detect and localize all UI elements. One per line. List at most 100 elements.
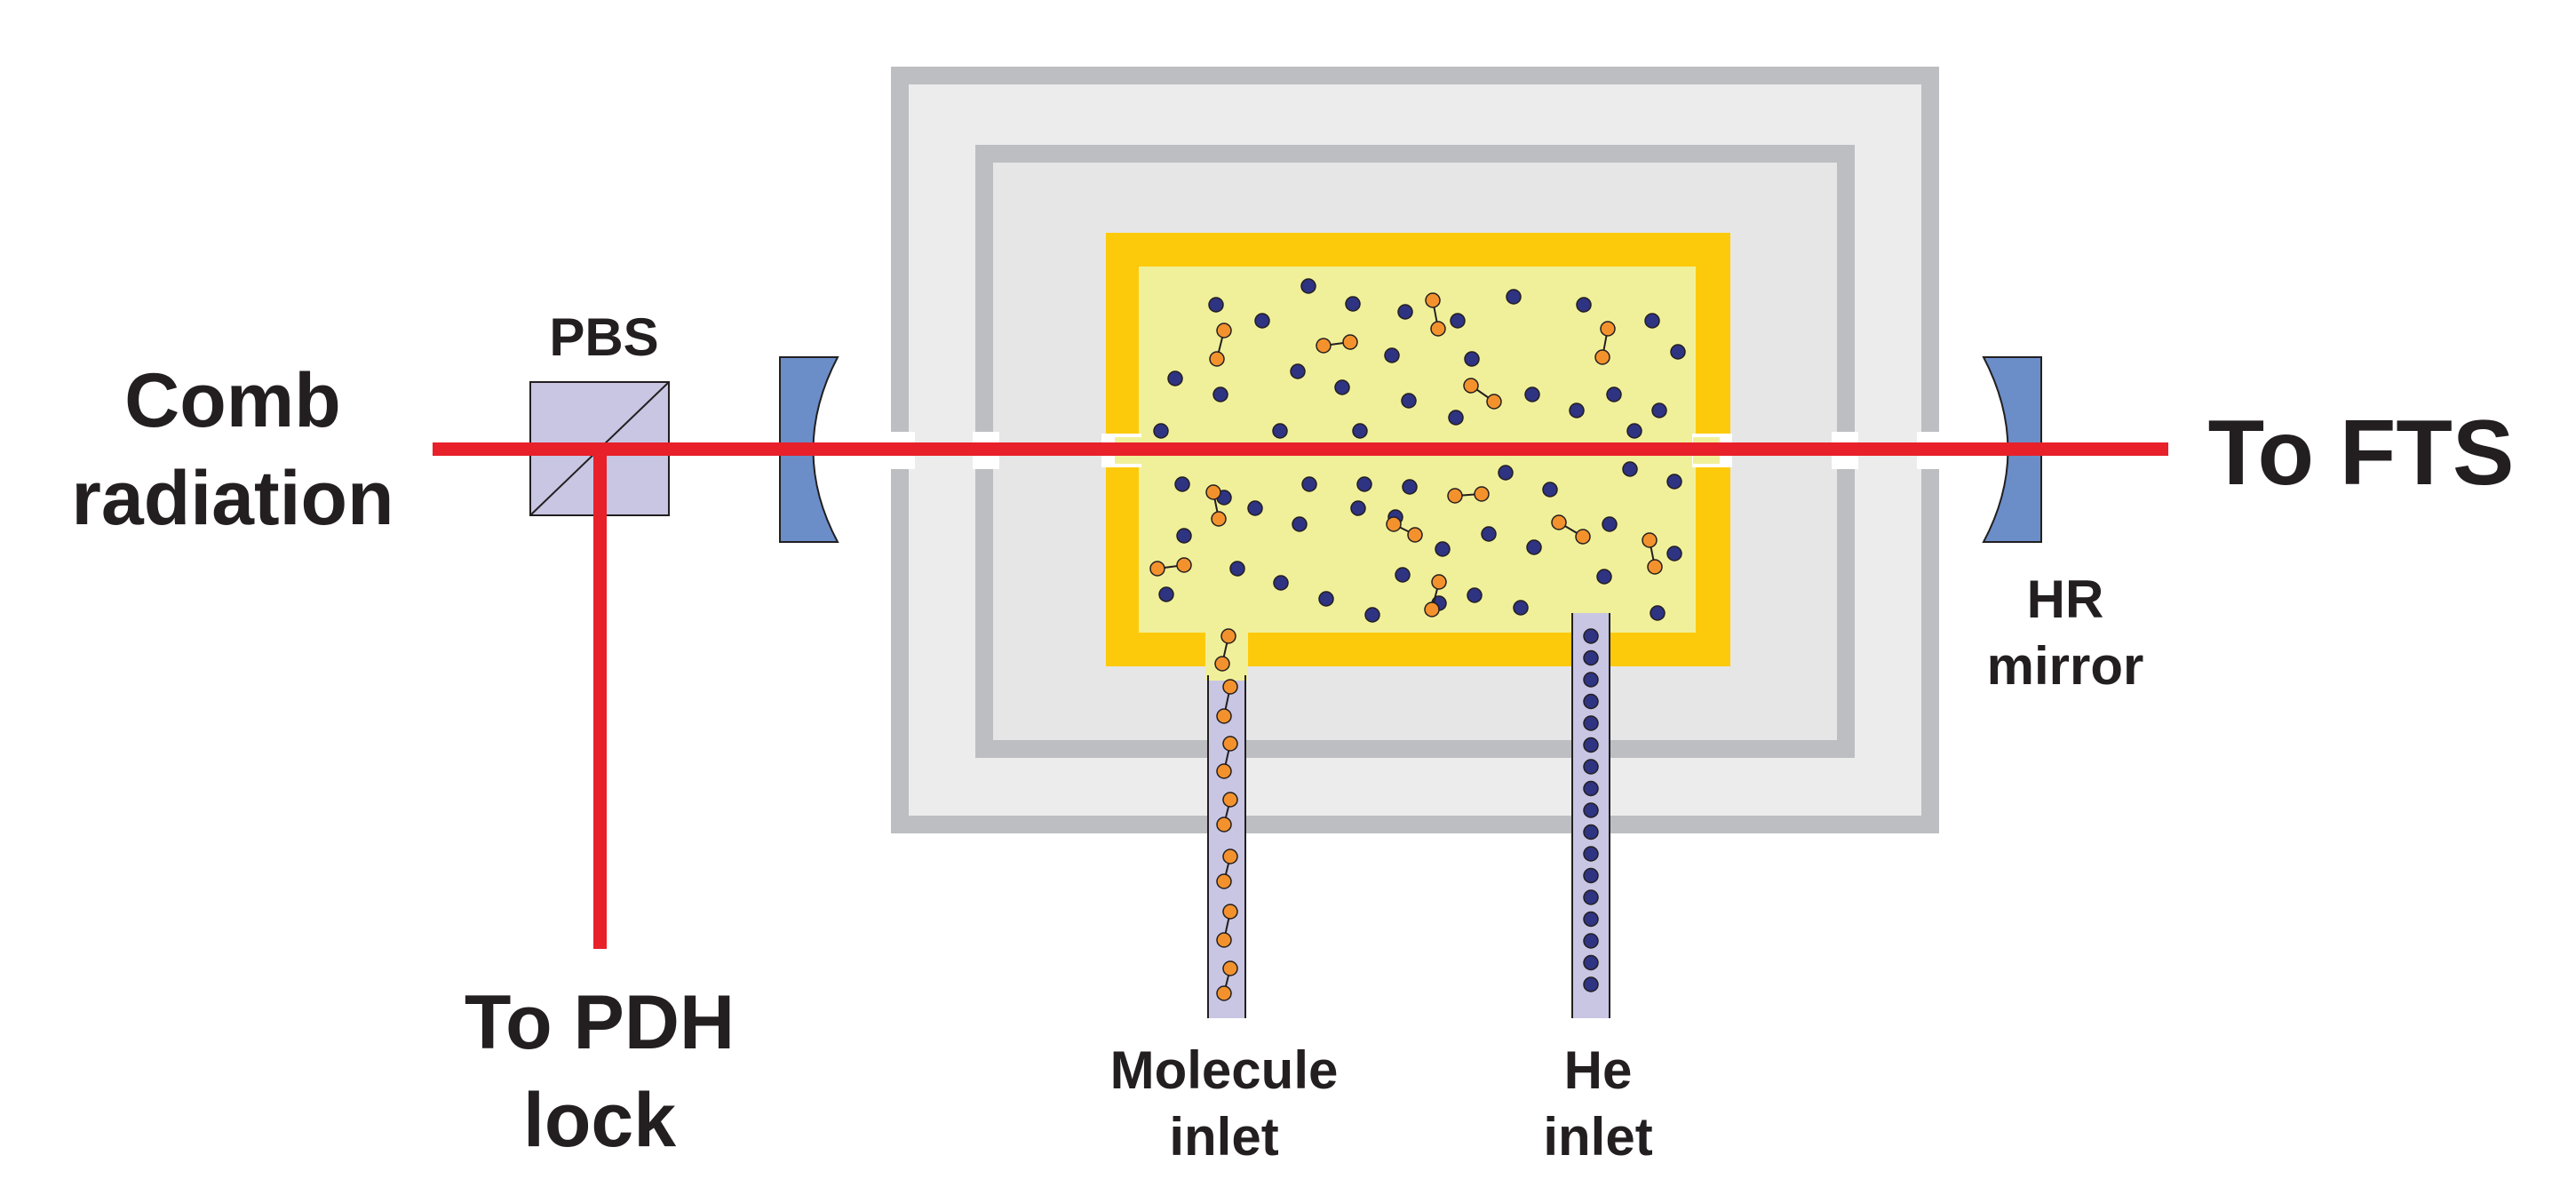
- gas-particles: [1149, 278, 1686, 1001]
- he-atom: [1644, 313, 1660, 329]
- he-atom: [1583, 780, 1599, 797]
- molecule: [1342, 334, 1358, 350]
- he-atom: [1670, 344, 1686, 360]
- to-pdh-lock-label-line2: lock: [523, 1078, 676, 1163]
- he-atom: [1583, 889, 1599, 905]
- he-atom: [1583, 737, 1599, 753]
- molecule: [1431, 574, 1447, 590]
- molecule: [1222, 904, 1238, 920]
- molecule: [1222, 960, 1238, 976]
- molecule: [1316, 338, 1332, 354]
- he-atom: [1464, 351, 1480, 367]
- he-atom: [1273, 575, 1289, 591]
- molecule-inlet-label-line1: Molecule: [1110, 1040, 1339, 1100]
- he-atom: [1583, 846, 1599, 862]
- molecule: [1222, 792, 1238, 808]
- he-atom: [1576, 297, 1592, 313]
- he-atom: [1292, 516, 1308, 532]
- he-atom: [1583, 976, 1599, 992]
- he-atom: [1583, 715, 1599, 731]
- he-atom: [1498, 465, 1514, 481]
- he-atom: [1247, 500, 1263, 516]
- molecule: [1575, 529, 1591, 545]
- he-atom: [1158, 586, 1174, 602]
- he-atom: [1229, 561, 1245, 577]
- molecule: [1463, 378, 1479, 394]
- he-atom: [1622, 461, 1638, 477]
- molecule: [1424, 602, 1440, 617]
- he-atom: [1167, 370, 1183, 386]
- he-atom: [1467, 587, 1483, 603]
- molecule: [1600, 321, 1616, 337]
- he-atom: [1583, 802, 1599, 818]
- he-atom: [1666, 474, 1682, 490]
- molecule: [1216, 763, 1232, 779]
- molecule: [1407, 527, 1423, 543]
- molecule: [1647, 559, 1663, 575]
- he-atom: [1448, 410, 1464, 426]
- he-atom: [1542, 482, 1558, 498]
- he-atom: [1513, 600, 1529, 616]
- pbs-label: PBS: [549, 307, 658, 367]
- molecule: [1447, 488, 1463, 504]
- molecule: [1205, 484, 1221, 500]
- he-atom: [1272, 423, 1288, 439]
- he-atom: [1569, 402, 1585, 418]
- molecule: [1474, 486, 1490, 502]
- molecule: [1214, 656, 1230, 672]
- molecule: [1216, 932, 1232, 948]
- he-atom: [1481, 526, 1497, 542]
- pdh-beam: [593, 449, 607, 949]
- molecule-inlet-label-line2: inlet: [1169, 1107, 1278, 1167]
- he-inlet-label-line1: He: [1564, 1040, 1633, 1100]
- he-atom: [1174, 476, 1190, 492]
- hr-mirror-label-line1: HR: [2027, 570, 2104, 629]
- he-atom: [1602, 516, 1618, 532]
- molecule: [1594, 349, 1610, 365]
- he-atom: [1583, 649, 1599, 666]
- molecule: [1222, 736, 1238, 752]
- he-atom: [1402, 479, 1418, 495]
- he-atom: [1651, 402, 1667, 418]
- he-atom: [1208, 297, 1224, 313]
- he-atom: [1300, 278, 1316, 294]
- he-atom: [1583, 672, 1599, 688]
- he-atom: [1524, 386, 1540, 402]
- he-atom: [1364, 607, 1380, 623]
- he-atom: [1176, 528, 1192, 544]
- comb-radiation-label-line1: Comb: [124, 358, 341, 443]
- he-atom: [1596, 569, 1612, 585]
- molecule: [1425, 292, 1441, 308]
- he-inlet-label-line2: inlet: [1543, 1107, 1652, 1167]
- he-atom: [1397, 304, 1413, 320]
- he-atom: [1583, 867, 1599, 884]
- he-atom: [1401, 393, 1417, 409]
- he-atom: [1626, 423, 1642, 439]
- he-atom: [1153, 423, 1169, 439]
- he-atom: [1583, 628, 1599, 644]
- he-atom: [1606, 386, 1622, 402]
- he-atom: [1356, 476, 1372, 492]
- he-atom: [1506, 289, 1522, 305]
- molecule: [1209, 351, 1225, 367]
- he-atom: [1435, 541, 1451, 557]
- he-atom: [1212, 386, 1228, 402]
- molecule: [1386, 516, 1402, 532]
- he-atom: [1583, 824, 1599, 841]
- he-atom: [1526, 539, 1542, 555]
- he-atom: [1318, 591, 1334, 607]
- he-atom: [1583, 954, 1599, 971]
- hr-mirror-label-line2: mirror: [1987, 636, 2144, 696]
- molecule: [1222, 679, 1238, 695]
- he-atom: [1395, 567, 1411, 583]
- he-atom: [1583, 933, 1599, 949]
- molecule: [1216, 708, 1232, 724]
- to-pdh-lock-label-line1: To PDH: [465, 980, 735, 1065]
- molecule: [1211, 511, 1227, 527]
- he-atom: [1583, 693, 1599, 710]
- he-atom: [1583, 759, 1599, 775]
- he-atom: [1650, 605, 1666, 621]
- he-atom: [1450, 313, 1466, 329]
